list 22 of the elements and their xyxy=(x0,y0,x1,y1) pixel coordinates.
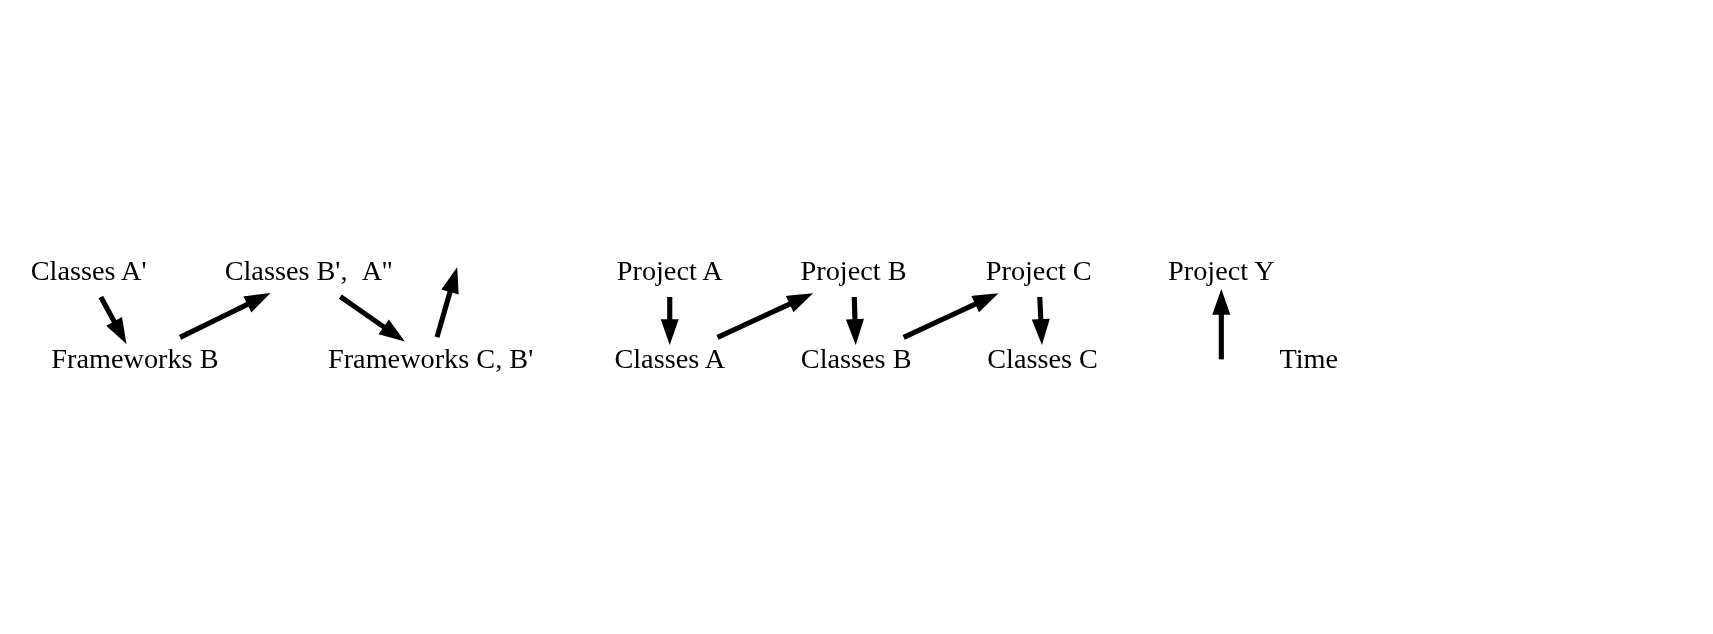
node-text: Frameworks C, B' xyxy=(327,342,534,374)
node-text: Project C xyxy=(985,255,1092,287)
node-text: Classes A' xyxy=(30,255,147,287)
label: Time xyxy=(1279,342,1339,374)
node-text: Project B xyxy=(800,255,907,287)
node-text: Project Y xyxy=(1168,255,1275,287)
arrow xyxy=(716,293,814,340)
node-text: Classes C xyxy=(987,342,1098,374)
node-text: Project A xyxy=(616,255,723,287)
node-text: Classes B xyxy=(800,342,912,374)
node-text: Classes B', A'' xyxy=(224,255,393,287)
arrow xyxy=(338,294,405,342)
arrow xyxy=(1031,296,1050,345)
arrow xyxy=(98,295,127,344)
arrow xyxy=(434,267,459,338)
arrow xyxy=(845,296,864,345)
arrow xyxy=(1212,288,1231,360)
arrow xyxy=(902,293,999,340)
node-text: Classes A xyxy=(614,342,726,374)
node-text: Frameworks B xyxy=(51,342,219,374)
arrow xyxy=(660,297,679,345)
arrow xyxy=(178,293,271,340)
